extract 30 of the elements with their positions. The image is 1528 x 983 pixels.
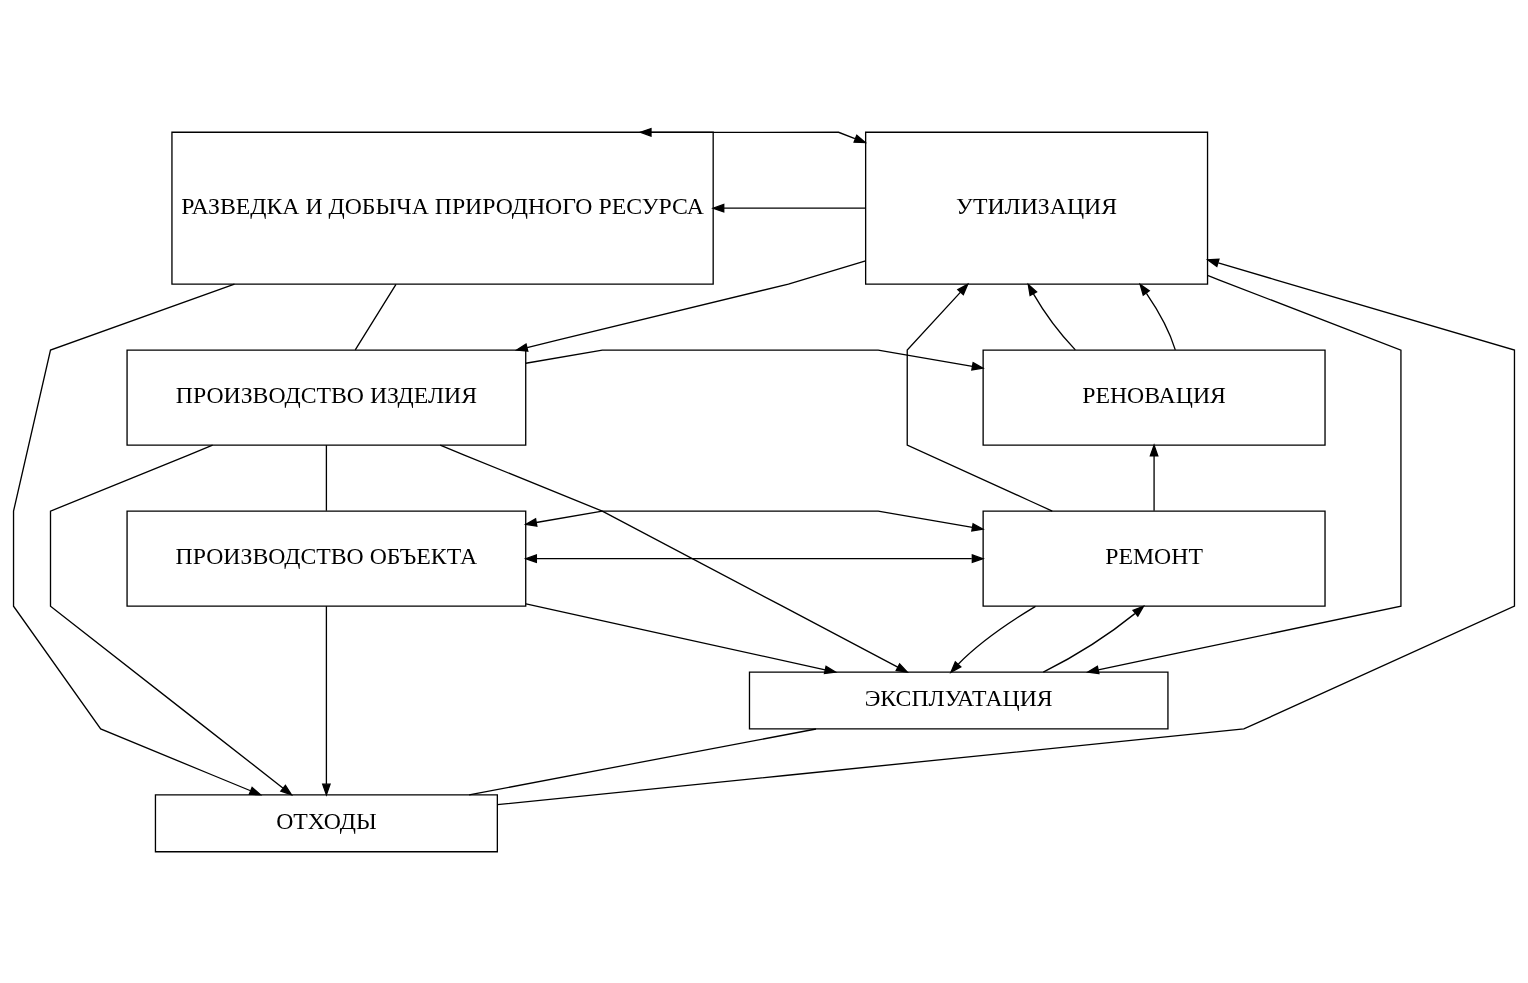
- arrow: [1027, 282, 1076, 351]
- arrow: [1042, 604, 1146, 673]
- node-box: ПРОИЗВОДСТВО ИЗДЕЛИЯ: [126, 348, 527, 446]
- arrow: [949, 605, 1037, 674]
- connector: [354, 283, 397, 351]
- arrow: [906, 282, 1053, 512]
- arrow: [12, 282, 263, 796]
- node-box: РЕНОВАЦИЯ: [982, 348, 1326, 446]
- arrow: [523, 509, 985, 532]
- arrow: [525, 602, 838, 674]
- node-box: ОТХОДЫ: [154, 793, 498, 852]
- arrow: [711, 203, 866, 213]
- arrow: [49, 444, 294, 796]
- arrow: [496, 258, 1516, 805]
- arrow: [514, 259, 867, 352]
- node-box: РАЗВЕДКА И ДОБЫЧА ПРИРОДНОГО РЕСУРСА: [171, 131, 714, 285]
- connector: [325, 444, 328, 511]
- arrow: [321, 605, 331, 797]
- arrow: [439, 444, 910, 673]
- node-box: ПРОИЗВОДСТВО ОБЪЕКТА: [126, 509, 527, 607]
- node-box: ЭКСПЛУАТАЦИЯ: [748, 671, 1169, 730]
- connector: [468, 727, 817, 796]
- node-box: РЕМОНТ: [982, 509, 1326, 607]
- arrow: [638, 127, 868, 143]
- arrow: [525, 348, 985, 371]
- arrow: [1138, 282, 1176, 351]
- arrow: [523, 553, 985, 563]
- arrow: [1149, 442, 1159, 511]
- node-box: УТИЛИЗАЦИЯ: [865, 131, 1209, 285]
- arrow: [1085, 274, 1402, 674]
